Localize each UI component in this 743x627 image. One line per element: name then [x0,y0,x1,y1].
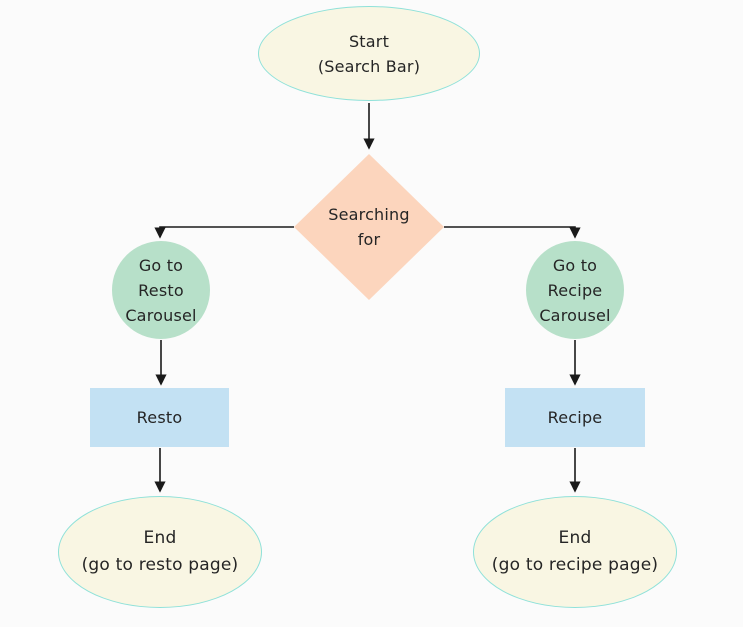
resto-carousel-node[interactable]: Go to Resto Carousel [112,241,210,339]
recipe-carousel-label-line3: Carousel [539,305,611,325]
end-recipe-label-line1: End [558,528,592,548]
resto-carousel-label-line2: Resto [138,280,184,300]
start-node[interactable]: Start (Search Bar) [258,6,480,101]
recipe-carousel-label-line2: Recipe [547,280,603,300]
connector-decision-to-recipe-carousel[interactable] [444,226,581,239]
end-resto-label-line1: End [143,528,177,548]
end-recipe-label-line2: (go to recipe page) [491,555,659,575]
end-resto-label-line2: (go to resto page) [81,555,239,575]
end-resto-node[interactable]: End (go to resto page) [58,496,262,608]
recipe-node[interactable]: Recipe [505,388,645,447]
recipe-label: Recipe [547,408,603,427]
resto-node[interactable]: Resto [90,388,229,447]
resto-carousel-label-line3: Carousel [125,305,197,325]
end-recipe-node[interactable]: End (go to recipe page) [473,496,677,608]
decision-node[interactable] [294,154,444,300]
recipe-carousel-label-line1: Go to [552,255,598,275]
recipe-carousel-node[interactable]: Go to Recipe Carousel [526,241,624,339]
resto-carousel-label-line1: Go to [138,255,184,275]
start-label-line2: (Search Bar) [317,56,421,76]
resto-label: Resto [136,408,183,427]
connector-decision-to-resto-carousel[interactable] [154,226,294,239]
start-label-line1: Start [348,31,390,51]
